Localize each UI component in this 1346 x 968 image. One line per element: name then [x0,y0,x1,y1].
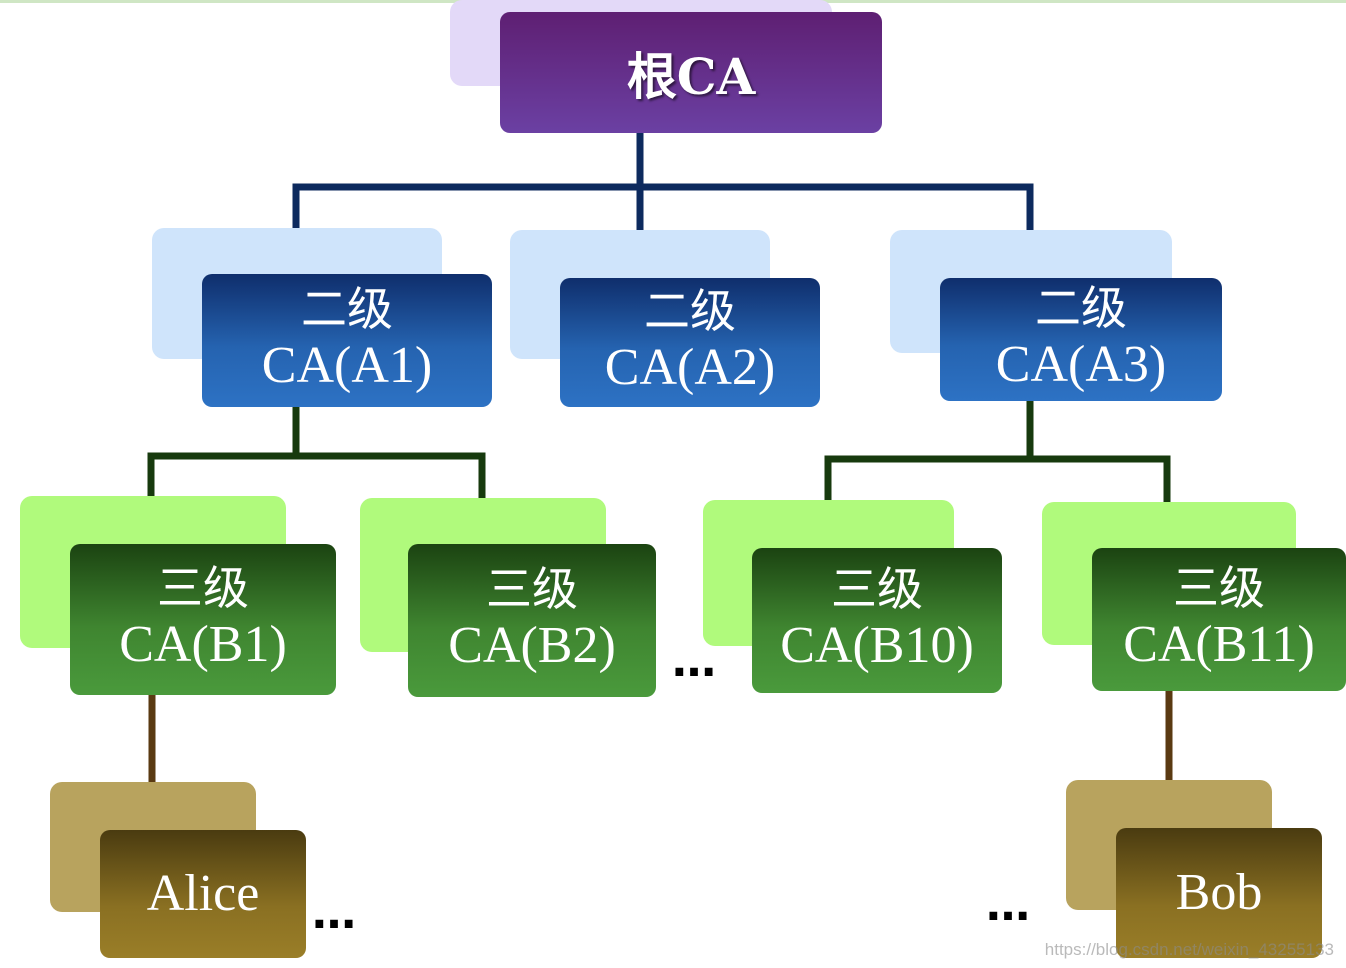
ca-b2-level: 三级 [486,562,578,616]
ca-b1-name: CA(B1) [119,615,287,673]
alice-label: Alice [146,865,260,922]
ca-a3-name: CA(A3) [995,335,1167,393]
ca-a2-name: CA(A2) [604,338,776,396]
bob-node[interactable]: Bob [1116,828,1322,958]
ellipsis-users-left: … [312,888,358,939]
bob-label: Bob [1175,864,1263,921]
ca-b11-node[interactable]: 三级 CA(B11) [1092,548,1346,691]
ca-a2-node[interactable]: 二级 CA(A2) [560,278,820,407]
ellipsis-users-right: … [986,880,1032,931]
ca-b10-name: CA(B10) [780,616,974,674]
root-connectors [292,132,1034,230]
root-ca-node[interactable]: 根CA [500,12,882,133]
watermark: https://blog.csdn.net/weixin_43255133 [1044,940,1334,959]
ca-b11-level: 三级 [1173,561,1265,615]
ca-a2-level: 二级 [644,284,736,338]
alice-node[interactable]: Alice [100,830,306,958]
ca-a1-level: 二级 [301,282,393,336]
ca-b2-node[interactable]: 三级 CA(B2) [408,544,656,697]
ca-b2-name: CA(B2) [448,616,616,674]
ca-a3-level: 二级 [1035,281,1127,335]
ca-a1-node[interactable]: 二级 CA(A1) [202,274,492,407]
ca-b10-level: 三级 [831,562,923,616]
ca-b11-name: CA(B11) [1123,615,1315,673]
level3-connectors [147,400,1171,502]
ellipsis-level3: … [672,636,718,687]
connector-level2-bar [292,183,1034,230]
user-connectors [148,690,1173,782]
connector-a1-bar [147,452,486,498]
ca-b1-level: 三级 [157,561,249,615]
connector-a3-bar [824,455,1171,502]
root-ca-label: 根CA [626,46,756,106]
ca-a1-name: CA(A1) [261,336,433,394]
ca-b1-node[interactable]: 三级 CA(B1) [70,544,336,695]
ca-b10-node[interactable]: 三级 CA(B10) [752,548,1002,693]
ca-a3-node[interactable]: 二级 CA(A3) [940,278,1222,401]
